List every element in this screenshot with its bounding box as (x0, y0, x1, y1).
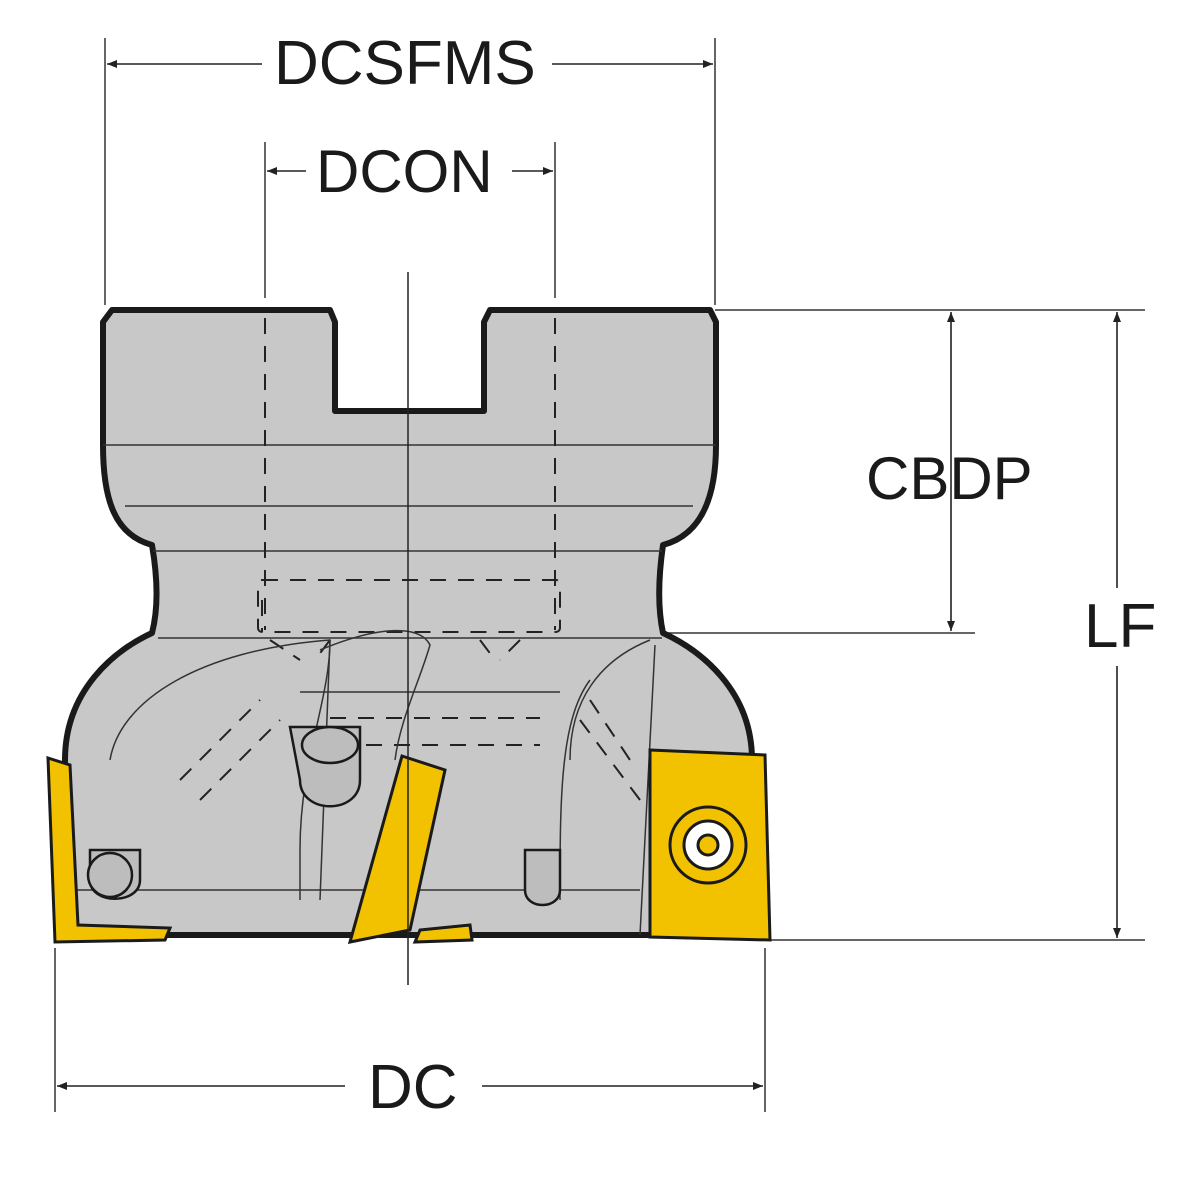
dimension-label-cbdp: CBDP (866, 445, 1033, 512)
screw-holes (86, 725, 562, 907)
dimension-lines (57, 60, 1121, 1090)
dimension-label-dcsfms: DCSFMS (268, 33, 542, 95)
dimension-label-dcon: DCON (312, 142, 497, 202)
cutter-body (57, 307, 763, 938)
insert-screw (668, 805, 748, 885)
insert-center (347, 754, 447, 944)
insert-center-tail (412, 923, 474, 944)
dimension-label-lf: LF (1078, 596, 1163, 658)
dimension-label-dc: DC (362, 1057, 464, 1119)
insert-left (46, 755, 173, 944)
hidden-lines (179, 318, 641, 801)
